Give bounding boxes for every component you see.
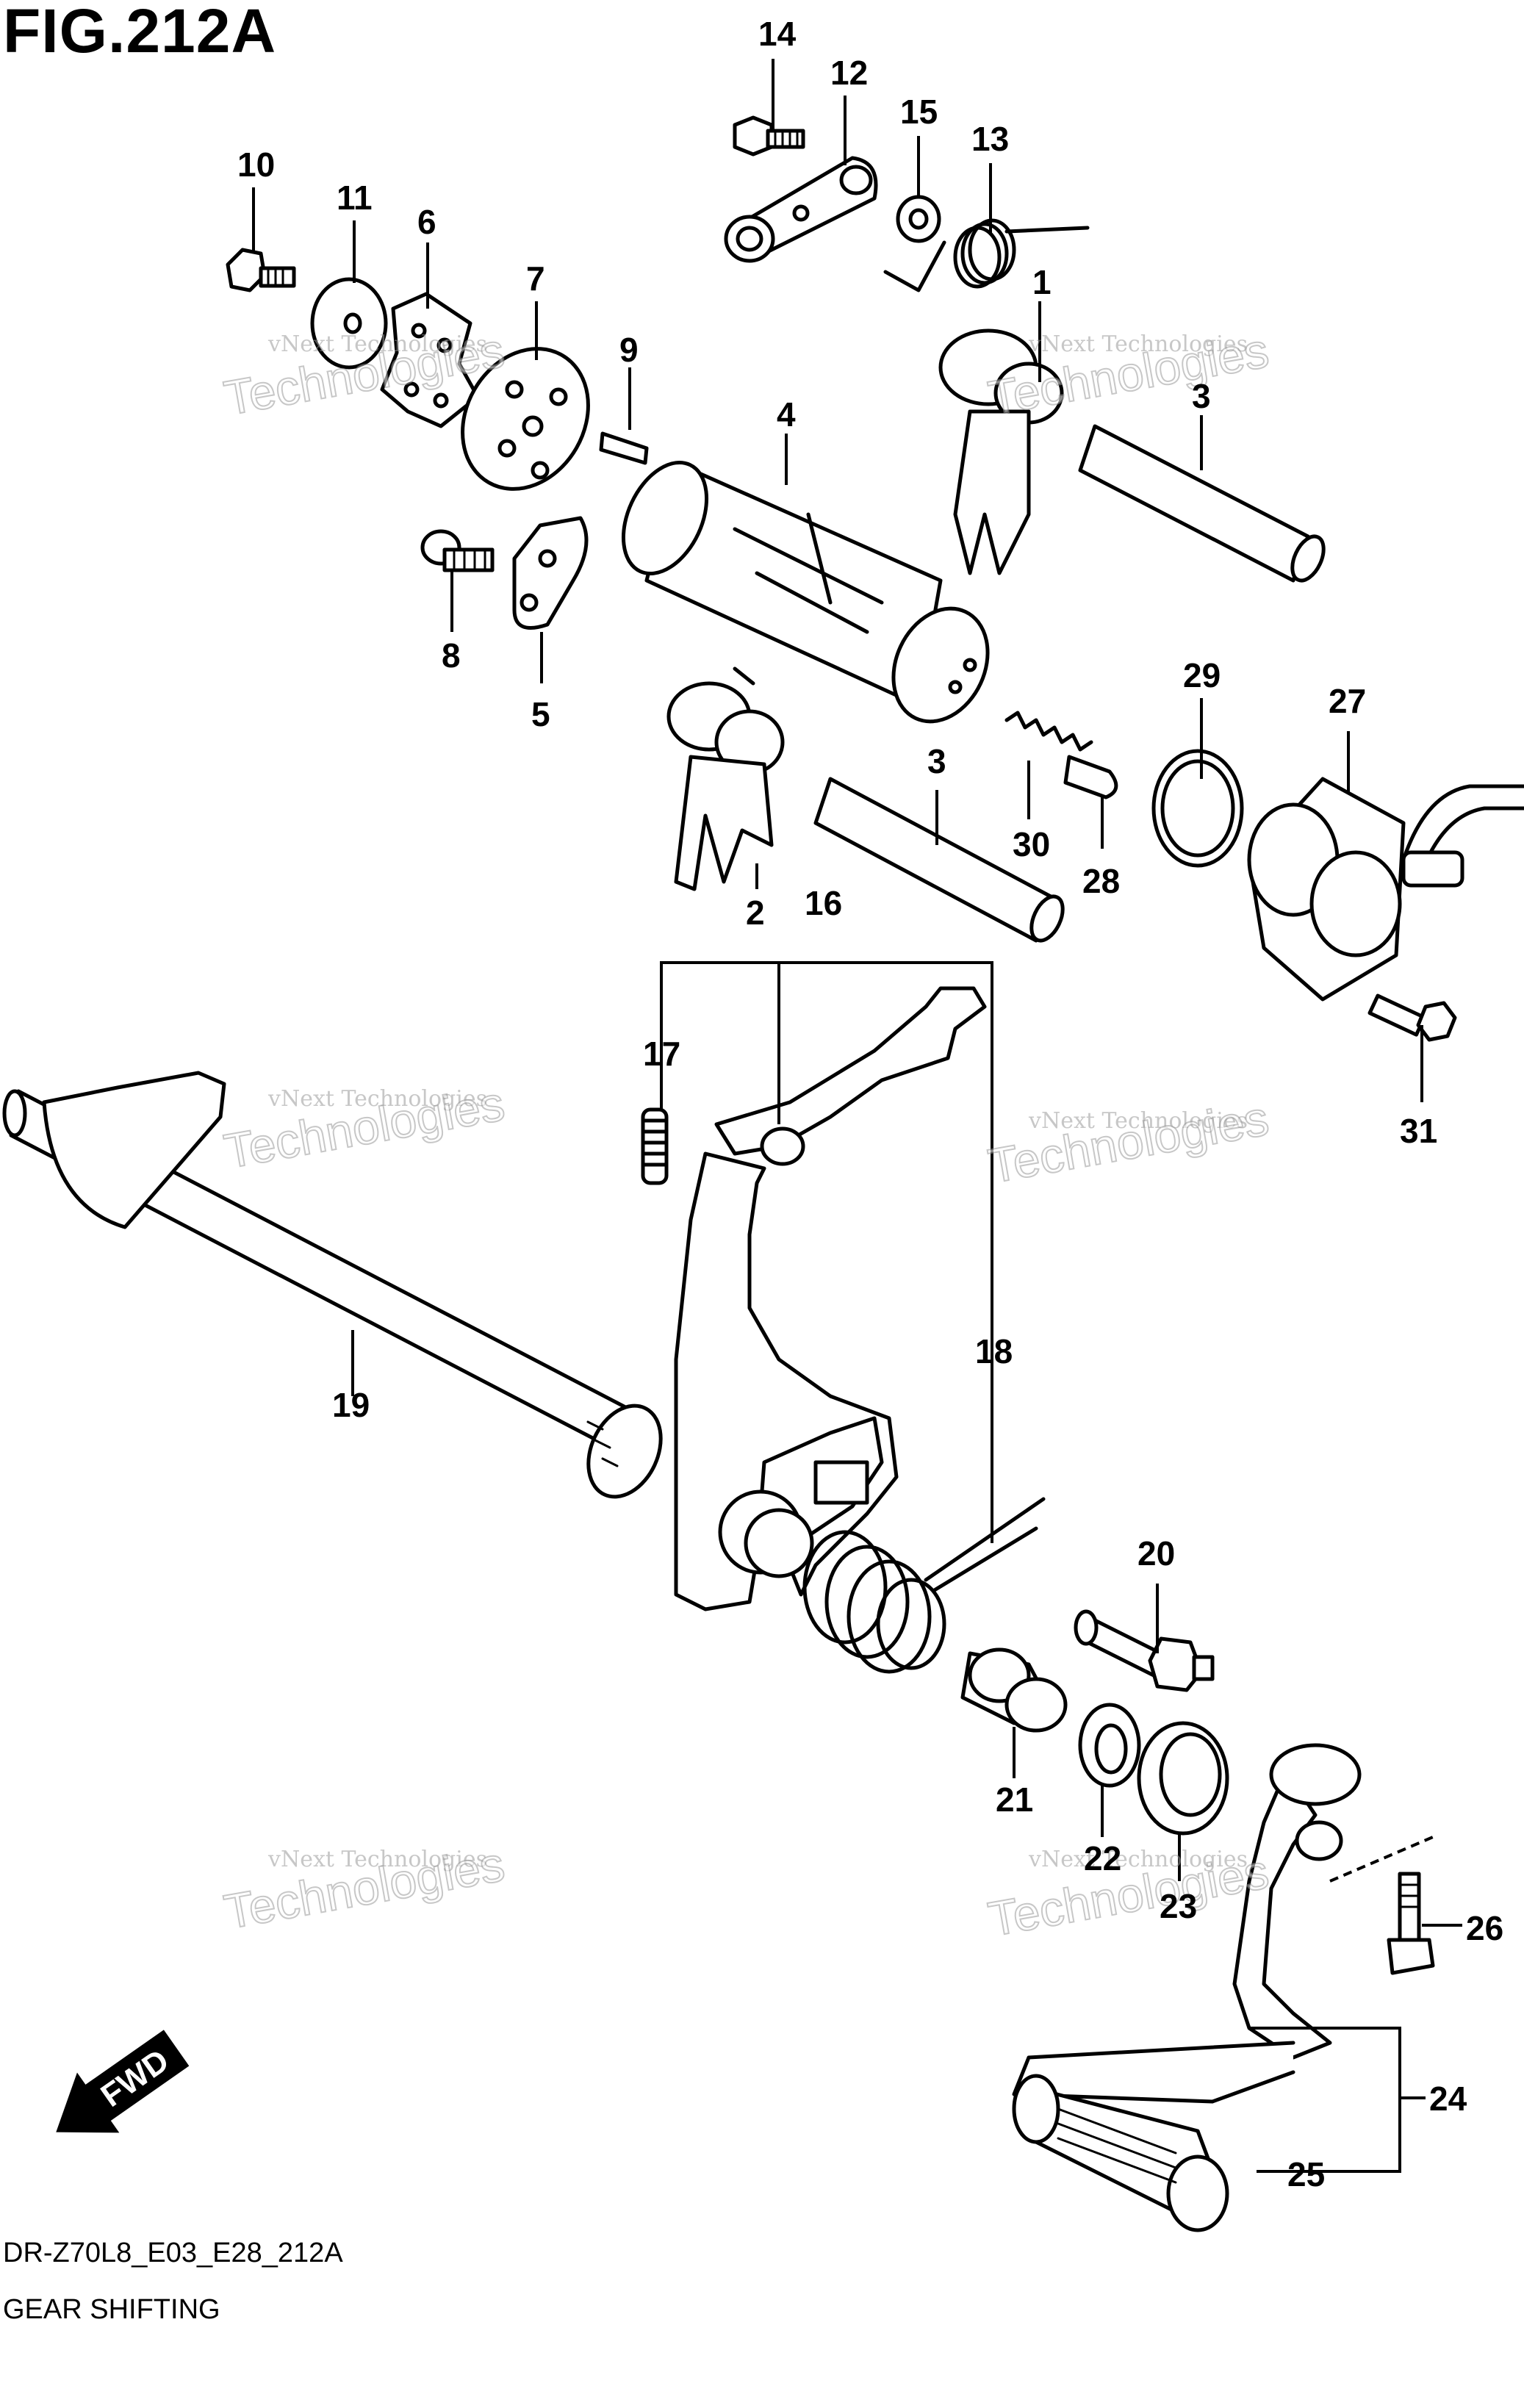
part-2-shift-fork <box>666 666 785 891</box>
part-9-pin <box>599 431 649 465</box>
callout-15: 15 <box>900 93 938 131</box>
part-29-o-ring <box>1151 749 1244 868</box>
callout-27: 27 <box>1329 682 1366 720</box>
part-10-bolt <box>226 248 296 292</box>
callout-17: 17 <box>643 1035 680 1073</box>
callout-20: 20 <box>1137 1534 1175 1573</box>
callout-30: 30 <box>1013 825 1050 863</box>
callout-28: 28 <box>1082 862 1120 900</box>
model-code: DR-Z70L8_E03_E28_212A <box>3 2238 343 2268</box>
part-24-gearshift-lever <box>1012 1743 1362 2104</box>
callout-11: 11 <box>337 179 373 217</box>
callout-6: 6 <box>417 203 436 241</box>
callout-3: 3 <box>927 742 946 780</box>
part-22-washer <box>1078 1703 1141 1788</box>
part-5-stopper-plate <box>512 516 589 630</box>
callout-25: 25 <box>1287 2155 1325 2193</box>
part-21-collar <box>960 1647 1068 1733</box>
watermark-text: vNext Technologies <box>267 1847 487 1872</box>
callout-1: 1 <box>1032 263 1052 301</box>
callout-13: 13 <box>971 120 1009 158</box>
callout-26: 26 <box>1466 1909 1503 1947</box>
callout-9: 9 <box>619 331 639 369</box>
part-8-screw <box>420 529 495 572</box>
part-31-bolt <box>1367 993 1457 1042</box>
part-18-return-spring <box>802 1497 1046 1674</box>
callout-4: 4 <box>777 395 796 434</box>
part-3-shift-fork-shaft-lower <box>813 777 1065 943</box>
part-7-stopper-plate <box>461 347 590 491</box>
callout-7: 7 <box>526 259 545 298</box>
callout-19: 19 <box>332 1386 370 1424</box>
part-16-gearshift-arm <box>674 986 987 1611</box>
watermark-text: Technologies <box>985 1090 1273 1193</box>
callout-8: 8 <box>442 636 461 675</box>
callout-2: 2 <box>746 894 765 932</box>
callout-22: 22 <box>1084 1839 1121 1877</box>
part-23-oil-seal <box>1137 1721 1229 1836</box>
part-12-shift-cam-arm <box>724 156 878 263</box>
part-3-shift-fork-shaft-upper <box>1078 424 1326 583</box>
part-20-bolt <box>1074 1609 1215 1692</box>
part-25-footrest-rubber <box>1012 2074 1229 2232</box>
part-27-gear-position-switch <box>1247 777 1524 1002</box>
callout-31: 31 <box>1400 1112 1437 1150</box>
callout-18: 18 <box>975 1332 1013 1370</box>
part-28-pin <box>1063 755 1118 799</box>
callout-16: 16 <box>805 884 842 922</box>
figure-caption: GEAR SHIFTING <box>3 2294 220 2325</box>
watermark-text: vNext Technologies <box>1028 331 1248 357</box>
callout-3: 3 <box>1192 377 1211 415</box>
callout-labels: 14 12 15 13 10 11 6 7 1 9 3 4 8 29 27 5 … <box>237 15 1503 2193</box>
part-30-spring <box>1004 711 1093 752</box>
callout-12: 12 <box>830 54 868 92</box>
callout-10: 10 <box>237 145 275 184</box>
callout-5: 5 <box>531 695 550 733</box>
watermark-text: vNext Technologies <box>1028 1847 1248 1872</box>
part-19-gearshift-shaft <box>2 1071 663 1499</box>
figure-title: FIG.212A <box>3 0 277 65</box>
callout-21: 21 <box>996 1780 1033 1819</box>
part-4-gearshift-cam <box>621 460 990 724</box>
callout-24: 24 <box>1429 2080 1467 2118</box>
watermark-text: vNext Technologies <box>267 1086 487 1112</box>
callout-23: 23 <box>1160 1887 1197 1925</box>
callout-29: 29 <box>1183 656 1221 694</box>
part-26-bolt <box>1387 1872 1435 1975</box>
part-15-washer <box>896 195 941 243</box>
part-17-spring <box>641 1107 669 1185</box>
leader-lines <box>252 59 1462 2173</box>
part-14-bolt <box>733 115 805 157</box>
part-11-washer <box>310 277 388 370</box>
watermark-text: vNext Technologies <box>1028 1108 1248 1134</box>
callout-14: 14 <box>758 15 797 53</box>
fwd-arrow-icon: FWD <box>56 2030 190 2133</box>
part-1-shift-fork <box>938 328 1064 575</box>
part-6-star-plate <box>380 292 480 428</box>
watermark-text: vNext Technologies <box>267 331 487 357</box>
